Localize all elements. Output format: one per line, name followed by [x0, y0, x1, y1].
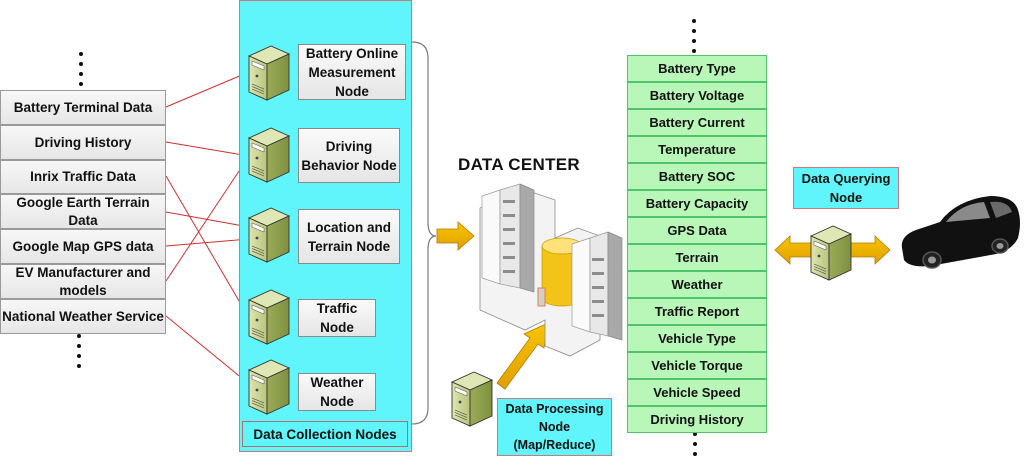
data-processing-node-label[interactable]: Data Processing Node (Map/Reduce): [497, 398, 612, 456]
data-source-label: EV Manufacturer and models: [15, 264, 151, 298]
data-attribute-item[interactable]: Vehicle Torque: [627, 352, 767, 379]
querying-label-line: Data Querying: [801, 171, 891, 186]
vertical-ellipsis-icon: [77, 334, 83, 374]
vertical-ellipsis-icon: [692, 19, 698, 59]
vertical-ellipsis-icon: [79, 52, 85, 92]
data-source-item[interactable]: Google Map GPS data: [0, 229, 166, 264]
connector-line: [165, 315, 250, 385]
data-attribute-label: Temperature: [658, 142, 736, 157]
connector-line: [165, 141, 250, 159]
data-source-label: Google Map GPS data: [12, 238, 154, 254]
processing-label-line: Data Processing: [505, 402, 604, 416]
data-attribute-label: Battery Type: [658, 61, 736, 76]
data-attribute-item[interactable]: Driving History: [627, 406, 767, 433]
connector-line: [165, 71, 250, 108]
data-attribute-item[interactable]: Weather: [627, 271, 767, 298]
data-center-icon: [479, 183, 623, 357]
data-source-item[interactable]: Google Earth Terrain Data: [0, 194, 166, 229]
collection-node-label[interactable]: Weather Node: [298, 373, 376, 411]
data-attribute-item[interactable]: Vehicle Speed: [627, 379, 767, 406]
collection-node-text: Driving Behavior Node: [301, 138, 397, 173]
data-attribute-label: Vehicle Torque: [651, 358, 743, 373]
collection-node-label[interactable]: Battery Online Measurement Node: [298, 44, 406, 100]
data-attribute-label: Weather: [671, 277, 723, 292]
curly-brace: [411, 41, 437, 425]
collection-node-label[interactable]: Traffic Node: [298, 299, 376, 337]
server-icon: [247, 207, 291, 263]
data-source-item[interactable]: Inrix Traffic Data: [0, 160, 166, 194]
processing-label-line: Node: [538, 420, 571, 434]
data-collection-caption: Data Collection Nodes: [242, 421, 408, 447]
data-attribute-label: Battery Current: [649, 115, 745, 130]
data-attribute-label: Traffic Report: [654, 304, 740, 319]
collection-node-text: Weather Node: [310, 375, 364, 409]
data-attribute-label: Battery Capacity: [645, 196, 749, 211]
data-attribute-label: Battery Voltage: [649, 88, 745, 103]
data-attribute-item[interactable]: Battery Capacity: [627, 190, 767, 217]
connector-line: [165, 155, 250, 282]
data-querying-node-label[interactable]: Data Querying Node: [793, 167, 899, 209]
collection-node-text: Traffic Node: [316, 301, 358, 335]
server-icon: [247, 45, 291, 101]
data-attribute-label: Battery SOC: [658, 169, 736, 184]
data-attribute-item[interactable]: Vehicle Type: [627, 325, 767, 352]
data-attribute-item[interactable]: Terrain: [627, 244, 767, 271]
vertical-ellipsis-icon: [693, 432, 699, 462]
data-source-item[interactable]: Driving History: [0, 125, 166, 160]
data-center-title: DATA CENTER: [458, 155, 580, 174]
car-icon: [901, 196, 1020, 269]
connector-line: [165, 211, 250, 229]
data-source-item[interactable]: National Weather Service: [0, 299, 166, 334]
arrow-into-data-center: [436, 221, 475, 251]
data-attribute-item[interactable]: Battery Current: [627, 109, 767, 136]
querying-label-line: Node: [829, 190, 863, 205]
data-processing-server-icon: [450, 371, 494, 427]
connector-group: [165, 71, 250, 385]
data-source-label: Google Earth Terrain Data: [16, 194, 150, 228]
collection-node-label[interactable]: Location and Terrain Node: [298, 209, 400, 264]
data-attribute-item[interactable]: Traffic Report: [627, 298, 767, 325]
data-attribute-item[interactable]: Battery Type: [627, 55, 767, 82]
data-attribute-item[interactable]: Temperature: [627, 136, 767, 163]
data-source-item[interactable]: EV Manufacturer and models: [0, 264, 166, 299]
collection-node-text: Location and Terrain Node: [307, 219, 391, 254]
data-source-label: National Weather Service: [2, 308, 164, 324]
data-source-label: Inrix Traffic Data: [30, 169, 136, 184]
collection-node-label[interactable]: Driving Behavior Node: [298, 128, 400, 183]
data-attribute-item[interactable]: GPS Data: [627, 217, 767, 244]
processing-label-line: (Map/Reduce): [513, 438, 596, 452]
data-attribute-label: Vehicle Type: [658, 331, 736, 346]
connector-line: [165, 175, 250, 319]
data-attribute-label: Driving History: [650, 412, 744, 427]
data-attribute-item[interactable]: Battery SOC: [627, 163, 767, 190]
server-icon: [247, 289, 291, 345]
data-querying-server-icon: [809, 225, 853, 281]
data-attribute-label: Terrain: [675, 250, 719, 265]
data-attribute-label: Vehicle Speed: [653, 385, 741, 400]
server-icon: [247, 359, 291, 415]
connector-line: [165, 236, 250, 247]
collection-node-text: Battery Online Measurement Node: [305, 45, 399, 99]
server-icon: [247, 127, 291, 183]
data-source-label: Driving History: [34, 134, 132, 150]
data-attribute-label: GPS Data: [667, 223, 727, 238]
data-source-item[interactable]: Battery Terminal Data: [0, 90, 166, 125]
data-attribute-item[interactable]: Battery Voltage: [627, 82, 767, 109]
data-source-label: Battery Terminal Data: [13, 99, 153, 115]
